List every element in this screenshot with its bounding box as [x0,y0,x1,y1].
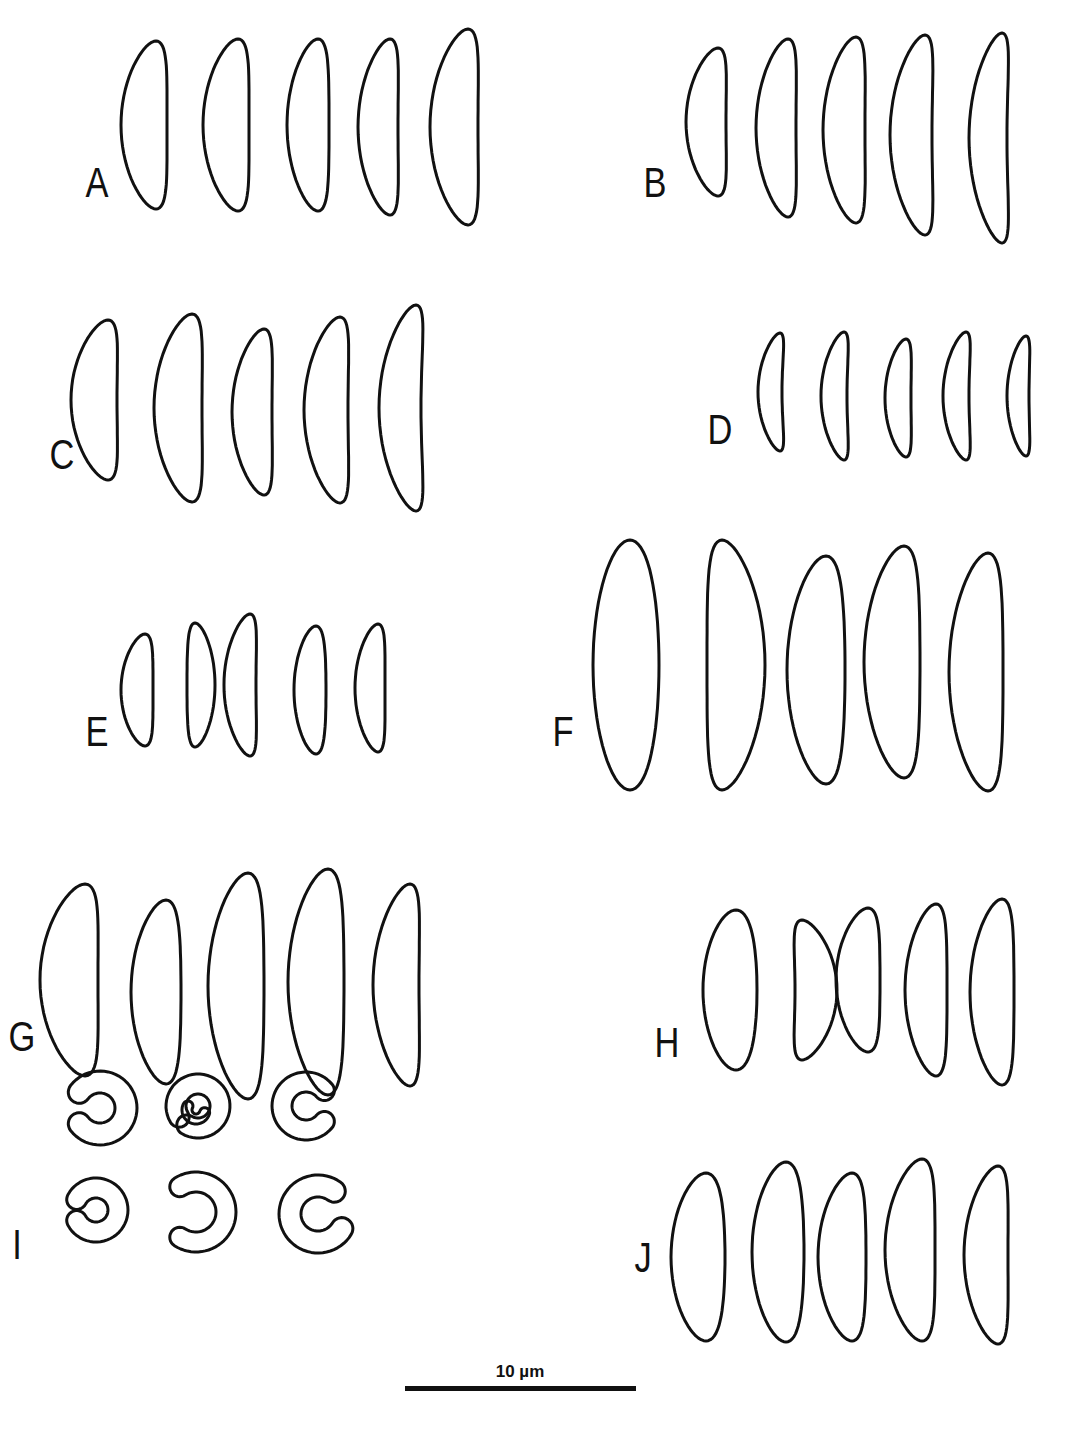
curved-spore-outline [279,1175,353,1253]
spore-outline [752,1162,804,1342]
spore-outline [232,329,272,495]
spore-outline [671,1173,725,1341]
panel-letter: E [86,711,109,753]
spore-outline [154,314,202,502]
spore-outline [818,1173,866,1341]
spore-outline [787,556,845,784]
spore-outline [224,614,256,756]
spore-outline [373,884,419,1086]
panel-letter: D [708,409,733,451]
curved-spore-outline [182,1101,210,1124]
spore-outline [304,317,349,503]
spore-outline [355,624,385,752]
spore-outline [758,333,784,451]
spore-outline [121,634,153,746]
spore-outline [794,920,837,1060]
spore-outline [823,37,865,223]
spore-outline [686,48,726,196]
panel-letter: B [644,162,667,204]
spore-outline [187,623,215,747]
spore-outline [288,869,344,1095]
spore-outline [430,29,478,225]
spore-outline [756,39,796,217]
spore-outline [208,873,264,1099]
spore-outline [593,540,659,790]
spore-outline [890,35,933,235]
spore-outline [821,332,848,460]
panel-letter: G [9,1016,36,1058]
spore-outline [703,910,757,1070]
curved-spore-outline [68,1071,137,1145]
spore-outline [885,1159,935,1341]
panel-letter: H [655,1022,680,1064]
panel-letter: I [12,1224,22,1266]
curved-spore-outline [67,1178,128,1242]
curved-spore-outline [272,1072,334,1140]
scale-bar-label: 10 µm [496,1363,545,1380]
spore-outline [203,39,249,211]
spore-outline [1007,336,1030,456]
scale-bar [405,1386,636,1391]
spore-outline [71,320,117,480]
spore-outline [131,900,181,1084]
curved-spore-outline [166,1074,230,1138]
spore-outline [943,332,970,460]
spore-outline [287,39,329,211]
spore-outline [969,33,1008,243]
spore-outline [905,904,947,1076]
spore-outline [358,39,398,215]
spore-outline [836,908,880,1052]
spore-outline [970,899,1014,1085]
spore-outline [121,41,167,209]
spore-outline [949,553,1003,791]
spore-outline [294,626,326,754]
spore-outline [964,1166,1008,1344]
spore-outline [379,305,423,511]
panel-letter: J [634,1237,651,1279]
spore-outline [40,884,98,1076]
curved-spore-outline [170,1172,236,1252]
panel-letter: C [50,434,75,476]
panel-letter: F [552,711,573,753]
panel-letter: A [86,162,109,204]
spore-outline [885,339,911,457]
spore-outline [707,540,765,790]
spore-outline [864,546,920,778]
